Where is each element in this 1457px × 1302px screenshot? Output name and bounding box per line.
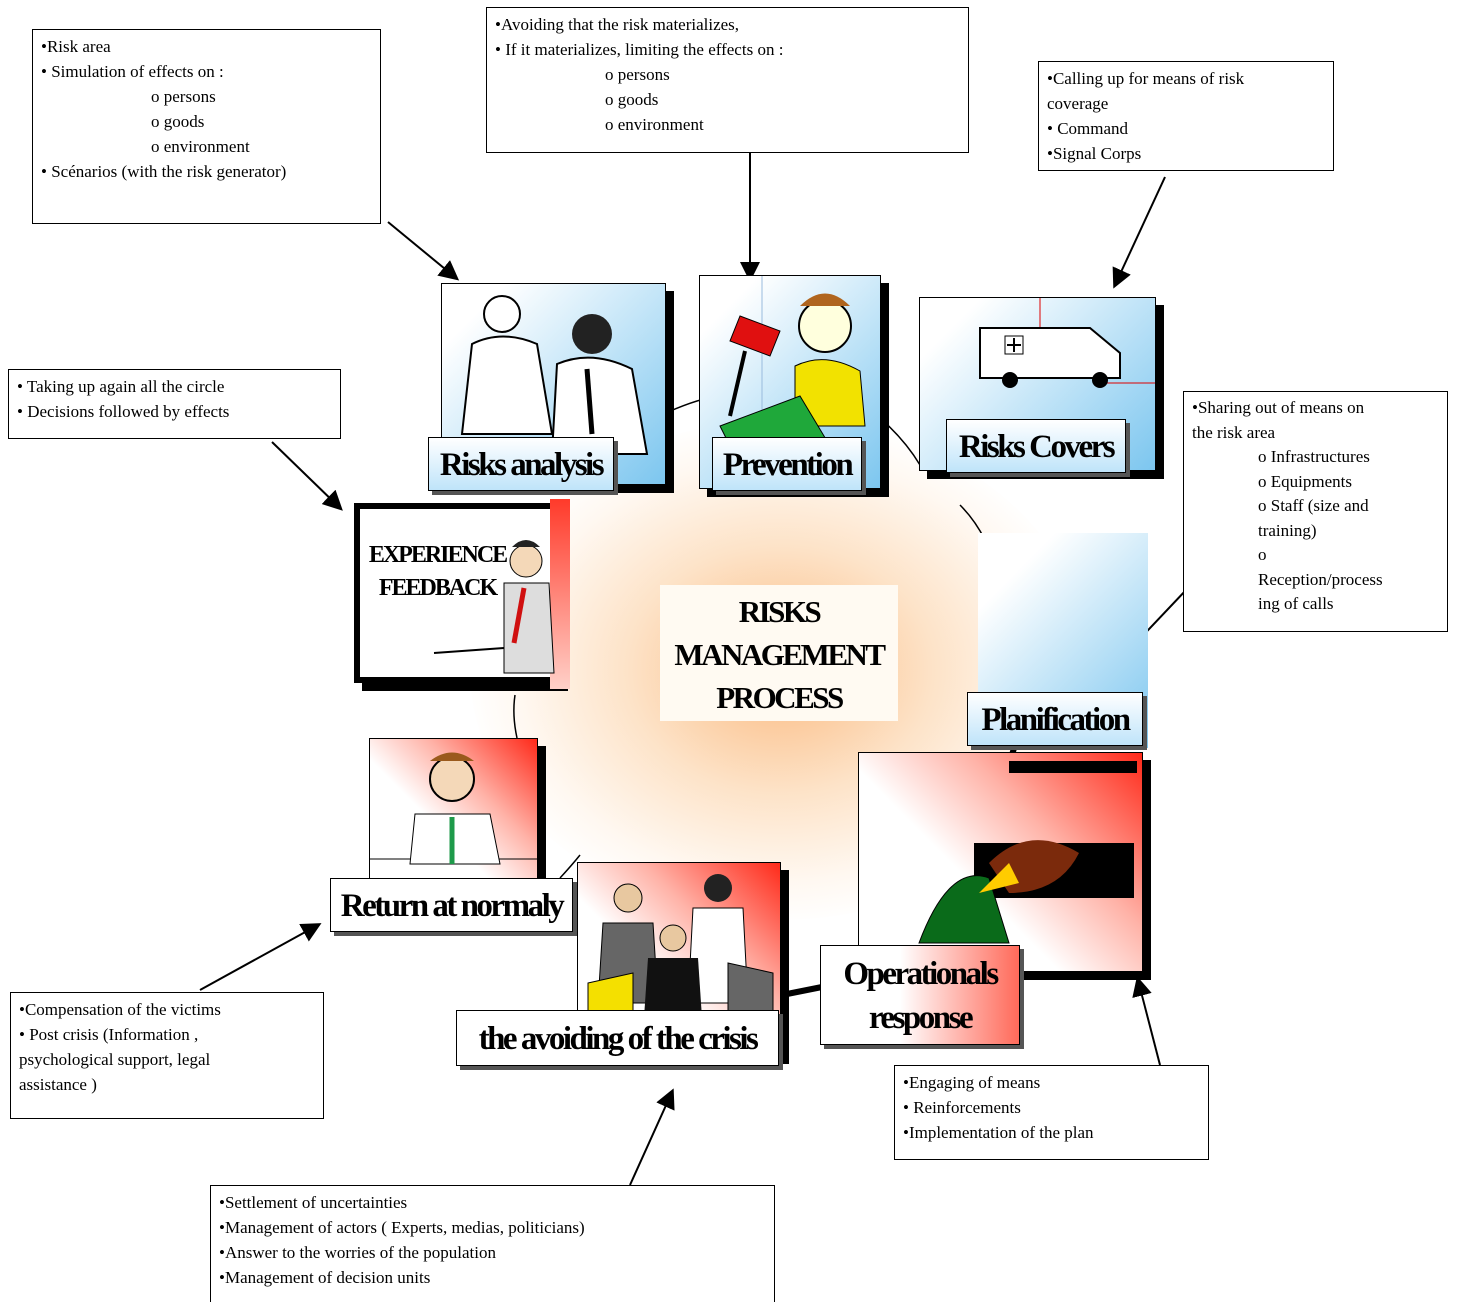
center-line-3: PROCESS	[716, 680, 844, 715]
experience-line-2: FEEDBACK	[378, 575, 498, 601]
prevention-illustration	[699, 275, 881, 489]
risks-covers-label: Risks Covers	[946, 419, 1126, 473]
note-line: • Simulation of effects on :	[41, 62, 224, 81]
note-line: • Reinforcements	[903, 1098, 1021, 1117]
operationals-response-label: Operationals response	[820, 945, 1020, 1045]
note-coverage: •Calling up for means of risk coverage •…	[1038, 61, 1334, 171]
experience-red-edge	[550, 499, 570, 689]
operationals-line-1: Operationals	[843, 956, 999, 992]
note-line: • Taking up again all the circle	[17, 377, 225, 396]
note-engaging: •Engaging of means • Reinforcements •Imp…	[894, 1065, 1209, 1160]
note-line: •Answer to the worries of the population	[219, 1243, 496, 1262]
note-line: •Implementation of the plan	[903, 1123, 1094, 1142]
note-line: •Engaging of means	[903, 1073, 1041, 1092]
note-line: •Calling up for means of risk	[1047, 69, 1245, 88]
experience-feedback-text: EXPERIENCE FEEDBACK	[360, 539, 515, 605]
note-line: assistance )	[19, 1075, 97, 1094]
note-line: the risk area	[1192, 422, 1276, 442]
note-line: o environment	[605, 115, 704, 134]
note-line: o persons	[151, 87, 216, 106]
note-line: •Compensation of the victims	[19, 1000, 221, 1019]
note-prevention: •Avoiding that the risk materializes, • …	[486, 7, 969, 153]
note-line: •Sharing out of means on	[1192, 398, 1365, 417]
risks-analysis-label: Risks analysis	[428, 437, 614, 491]
note-line: •Management of actors ( Experts, medias,…	[219, 1218, 585, 1237]
note-line: ing of calls	[1258, 594, 1334, 613]
note-line: o Staff (size and	[1258, 496, 1369, 515]
note-compensation: •Compensation of the victims • Post cris…	[10, 992, 324, 1119]
note-risk-area: •Risk area • Simulation of effects on : …	[32, 29, 381, 224]
prevention-label: Prevention	[712, 437, 862, 491]
experience-line-1: EXPERIENCE	[368, 542, 508, 568]
note-line: o Infrastructures	[1258, 447, 1370, 466]
analysts-icon	[460, 295, 649, 455]
ambulance-icon	[979, 298, 1155, 388]
presenter-icon	[433, 540, 555, 674]
note-line: • Scénarios (with the risk generator)	[41, 162, 287, 181]
center-line-1: RISKS	[738, 594, 822, 629]
return-normaly-label: Return at normaly	[330, 878, 573, 932]
planification-label: Planification	[967, 692, 1143, 746]
note-line: • Post crisis (Information ,	[19, 1025, 199, 1044]
office-worker-icon	[370, 752, 537, 865]
note-line: • Decisions followed by effects	[17, 402, 230, 421]
note-line: •Risk area	[41, 37, 111, 56]
note-line: o goods	[151, 112, 205, 131]
center-line-2: MANAGEMENT	[674, 637, 886, 672]
note-line: o persons	[605, 65, 670, 84]
note-line: •Signal Corps	[1047, 144, 1142, 163]
note-line: coverage	[1047, 94, 1109, 113]
avoiding-crisis-label: the avoiding of the crisis	[456, 1010, 779, 1066]
return-normaly-illustration	[369, 738, 538, 886]
note-settlement: •Settlement of uncertainties •Management…	[210, 1185, 775, 1302]
note-line: •Management of decision units	[219, 1268, 431, 1287]
note-line: Reception/process	[1258, 569, 1383, 589]
note-line: •Avoiding that the risk materializes,	[495, 15, 740, 34]
note-line: o Equipments	[1258, 471, 1352, 491]
risks-analysis-illustration	[441, 283, 666, 485]
note-line: • Command	[1047, 119, 1129, 138]
note-circle: • Taking up again all the circle • Decis…	[8, 369, 341, 439]
fire-icon	[918, 761, 1137, 944]
note-line: training)	[1258, 520, 1317, 540]
operationals-line-2: response	[868, 1000, 974, 1036]
note-line: • If it materializes, limiting the effec…	[495, 40, 784, 59]
note-line: •Settlement of uncertainties	[219, 1193, 408, 1212]
note-line: o	[1258, 545, 1267, 564]
desk-worker-icon	[719, 276, 866, 488]
center-title: RISKS MANAGEMENT PROCESS	[660, 585, 898, 721]
note-line: o environment	[151, 137, 250, 156]
experience-feedback-board: EXPERIENCE FEEDBACK	[354, 499, 570, 689]
note-line: o goods	[605, 90, 659, 109]
note-sharing: •Sharing out of means on the risk area o…	[1183, 391, 1448, 632]
note-line: psychological support, legal	[19, 1050, 211, 1069]
operationals-response-illustration	[858, 752, 1143, 972]
